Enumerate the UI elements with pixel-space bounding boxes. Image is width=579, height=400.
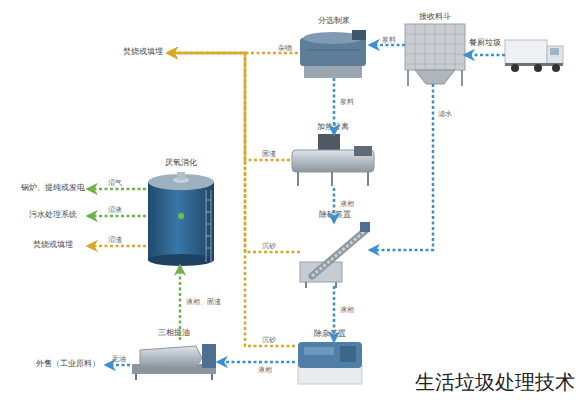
hopper-illustration bbox=[405, 24, 465, 86]
node-label: 污水处理系统 bbox=[18, 210, 88, 220]
output-label: 污水处理系统 bbox=[18, 210, 88, 222]
equipment-box: 除杂装置 bbox=[295, 341, 365, 385]
output-label: 焚烧或填埋 bbox=[118, 47, 168, 59]
flow-label: 浆料 bbox=[340, 98, 354, 107]
output-label: 外售（工业原料） bbox=[30, 359, 106, 371]
node-label: 餐厨垃圾 bbox=[469, 38, 501, 48]
equipment-box: 接收料斗 bbox=[405, 24, 465, 84]
flow-label: 液相 bbox=[258, 366, 272, 375]
flow-arrow bbox=[370, 44, 405, 47]
flow-arrow bbox=[370, 84, 433, 250]
flow-label: 沼液 bbox=[108, 206, 122, 215]
flow-arrow bbox=[168, 53, 300, 252]
separator-illustration bbox=[292, 134, 374, 186]
output-label: 焚烧或填埋 bbox=[18, 240, 88, 252]
node-label: 焚烧或填埋 bbox=[118, 47, 168, 57]
flow-label: 沼气 bbox=[108, 179, 122, 188]
equipment-box: 分选制浆 bbox=[298, 28, 370, 78]
flow-arrow bbox=[333, 286, 336, 341]
flow-arrow bbox=[218, 361, 295, 364]
node-label: 三相提油 bbox=[158, 328, 190, 338]
pulper-illustration bbox=[300, 30, 366, 78]
flow-label: 毛油 bbox=[112, 355, 126, 364]
grit-remover-illustration bbox=[300, 222, 370, 288]
node-label: 分选制浆 bbox=[318, 16, 350, 26]
flow-arrow bbox=[88, 188, 146, 191]
caption: 生活垃圾处理技术 bbox=[415, 369, 575, 396]
flow-arrow bbox=[465, 54, 505, 57]
flow-arrow bbox=[179, 266, 182, 340]
equipment-box: 三相提油 bbox=[130, 340, 218, 378]
centrifuge-illustration bbox=[132, 344, 216, 380]
node-label: 厌氧消化 bbox=[165, 158, 197, 168]
flow-arrow bbox=[168, 53, 290, 160]
flow-label: 液相 bbox=[340, 200, 354, 209]
equipment-box: 加热分离 bbox=[290, 134, 376, 188]
flow-label: 沉砂 bbox=[262, 242, 276, 251]
node-label: 锅炉、提纯或发电 bbox=[18, 183, 88, 193]
equipment-box: 厌氧消化 bbox=[146, 170, 216, 266]
flow-arrow bbox=[168, 53, 295, 346]
truck-illustration bbox=[505, 40, 563, 72]
flow-arrow bbox=[106, 364, 130, 367]
flow-label: 滤水 bbox=[438, 110, 452, 119]
node-label: 焚烧或填埋 bbox=[18, 240, 88, 250]
node-label: 接收料斗 bbox=[419, 12, 451, 22]
flow-label: 固渣 bbox=[262, 150, 276, 159]
flow-arrow bbox=[333, 78, 336, 134]
output-label: 锅炉、提纯或发电 bbox=[18, 183, 88, 195]
impurity-remover-illustration bbox=[298, 342, 362, 384]
flow-label: 杂物 bbox=[278, 44, 292, 53]
flow-label: 浆料 bbox=[382, 36, 396, 45]
flow-label: 沼渣 bbox=[108, 236, 122, 245]
digester-illustration bbox=[148, 172, 214, 266]
equipment-box: 餐厨垃圾 bbox=[505, 40, 565, 70]
flow-label: 液相、固渣 bbox=[186, 298, 221, 307]
flow-arrow bbox=[88, 215, 146, 218]
flow-arrow bbox=[333, 188, 336, 222]
equipment-box: 除砂装置 bbox=[300, 222, 370, 286]
node-label: 除杂装置 bbox=[314, 329, 346, 339]
node-label: 外售（工业原料） bbox=[30, 359, 106, 369]
flow-label: 沉砂 bbox=[262, 336, 276, 345]
flow-label: 液相 bbox=[340, 306, 354, 315]
flow-arrow bbox=[88, 245, 146, 248]
